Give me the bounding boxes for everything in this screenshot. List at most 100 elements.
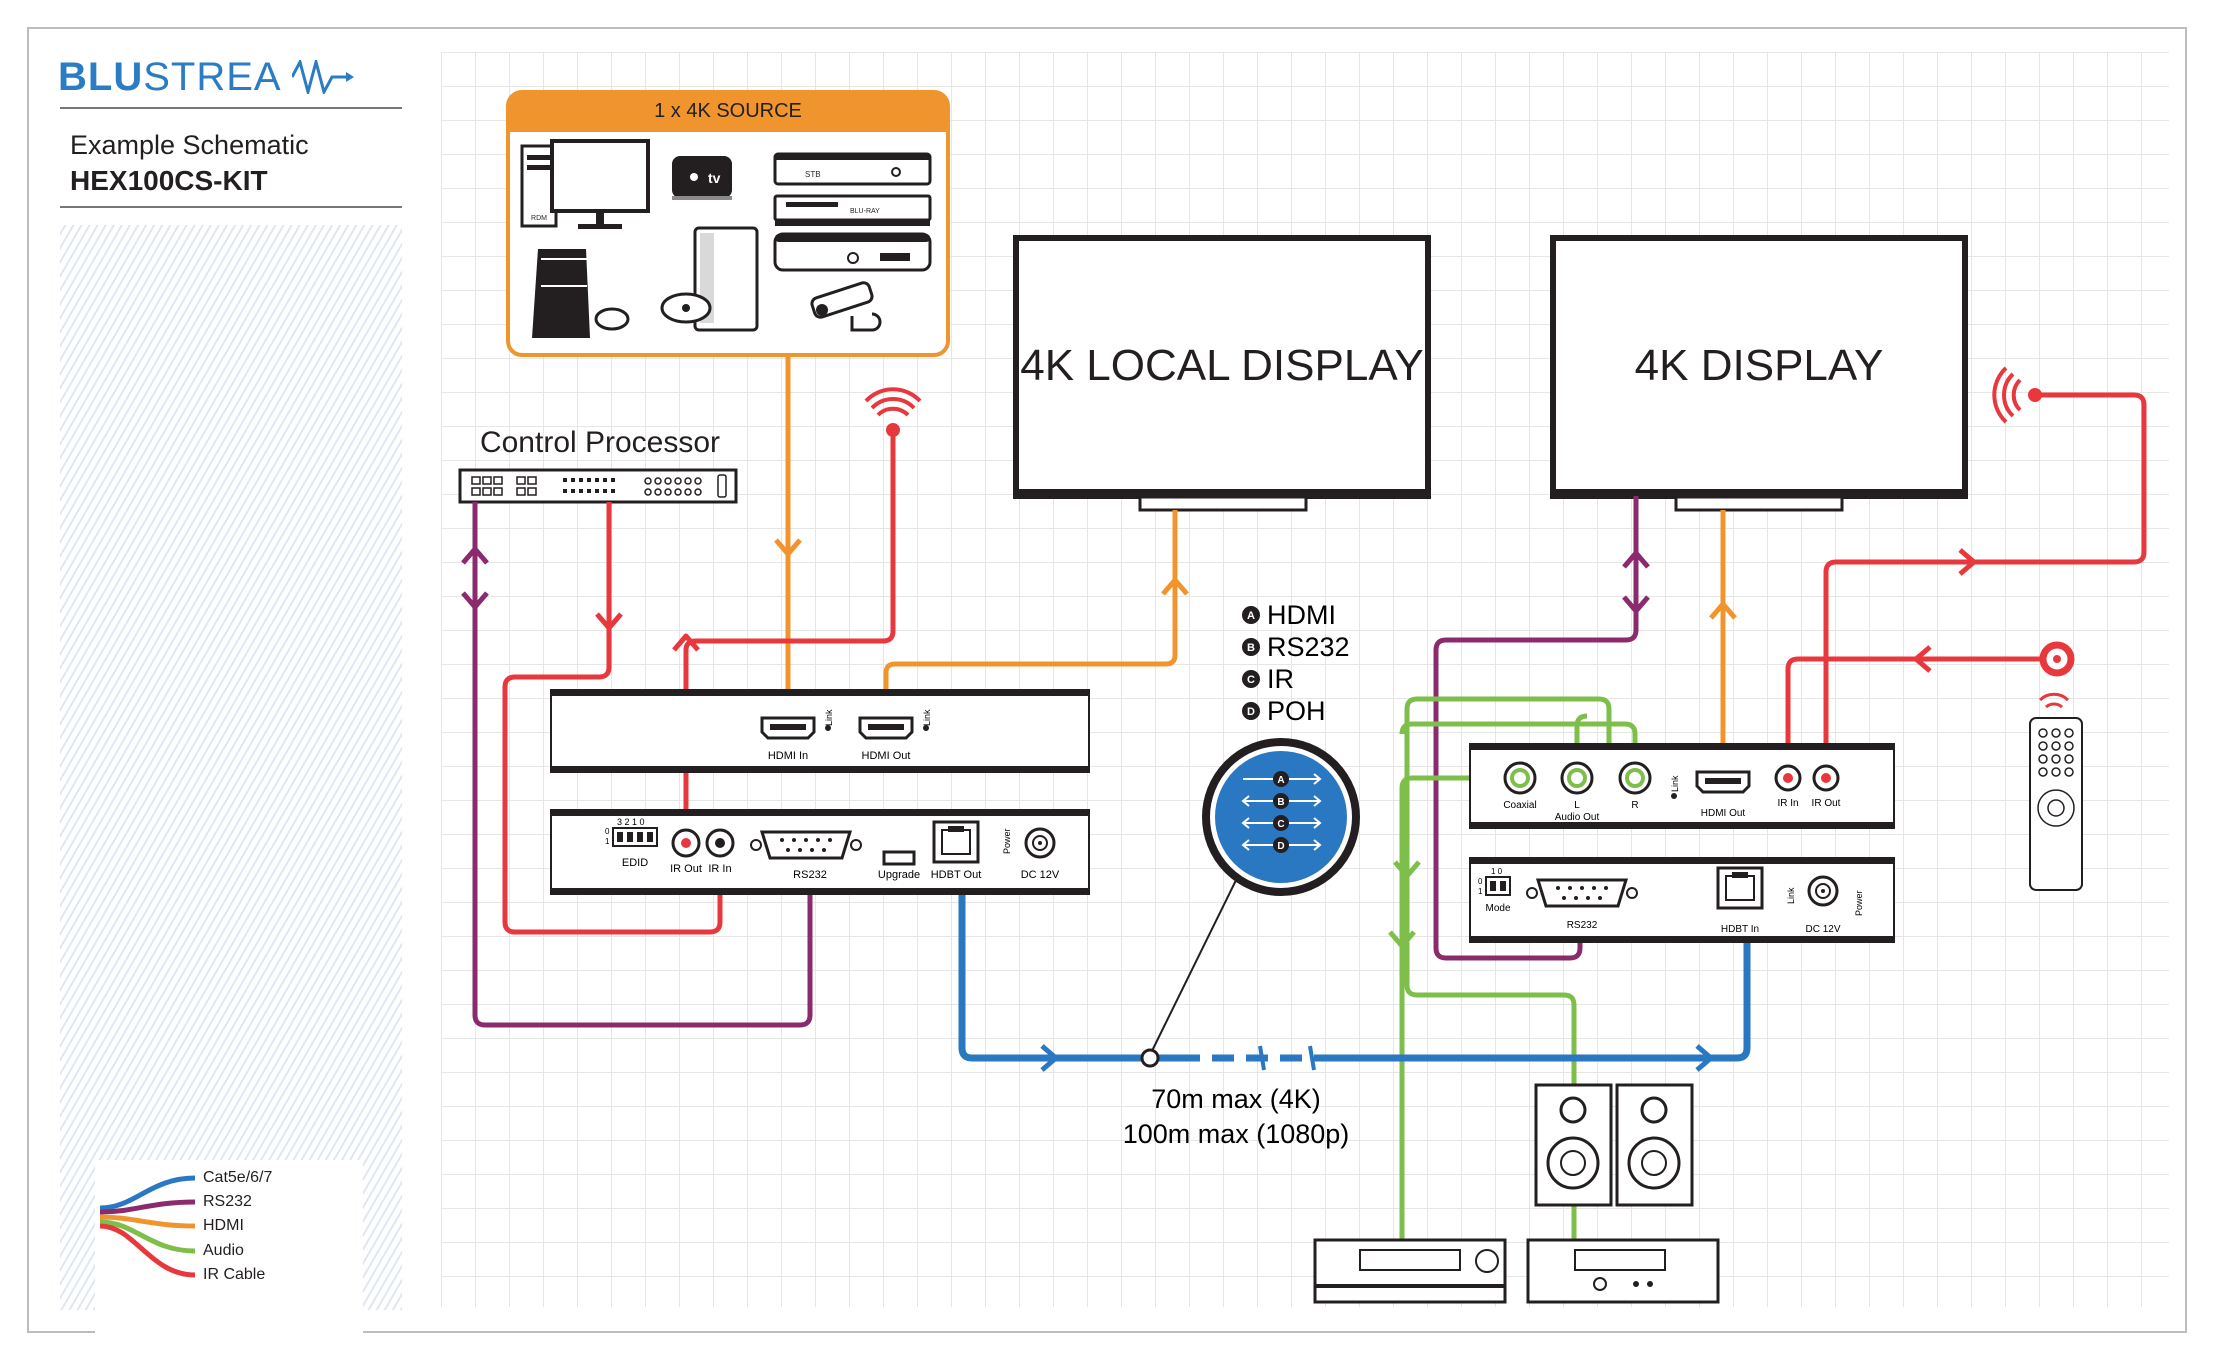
wire-ir-rx-arrow — [1958, 548, 1977, 576]
wire-hdmi-local-arrow — [1161, 577, 1189, 596]
wire-cat-arrow-1 — [1040, 1044, 1059, 1072]
cctv-camera-icon — [810, 281, 882, 332]
key-letter-b: B — [1247, 642, 1255, 654]
tx-edid-row0: 0 — [605, 827, 610, 836]
wire-audio-coaxial-avr — [1399, 775, 1520, 1255]
wire-cat-rx — [1320, 900, 1751, 1062]
tx-link-label-2: Link — [922, 709, 932, 726]
receiver-front: Coaxial L R Audio Out Link HDMI Out IR I… — [1469, 743, 1895, 829]
local-display-label: 4K LOCAL DISPLAY — [1020, 341, 1424, 390]
wire-audio-l-link — [1598, 696, 1612, 770]
logo-text-bold: BLU — [58, 55, 144, 99]
tx-hdmi-in-label: HDMI In — [768, 750, 808, 762]
bubble-letter-c: C — [1277, 819, 1284, 830]
rx-rs232-label: RS232 — [1567, 920, 1598, 931]
apple-tv-icon: tv — [672, 156, 732, 200]
local-display-stand — [1138, 495, 1308, 512]
sidebar: BLUSTREA Example Schematic HEX100CS-KIT … — [58, 55, 404, 1345]
sidebar-rule-top — [60, 107, 402, 109]
wire-hdmi-remote-arrow — [1709, 601, 1737, 620]
wire-rs232-control-arrow-down — [461, 591, 489, 610]
tx-hdbt-out-port — [932, 820, 980, 864]
rx-audio-r-port — [1618, 761, 1652, 795]
rx-coaxial-label: Coaxial — [1503, 800, 1536, 811]
bubble-letter-a: A — [1277, 775, 1284, 786]
key-label-rs232: RS232 — [1267, 632, 1350, 662]
wire-audio-r — [1399, 721, 1638, 770]
legend-label-hdmi: HDMI — [203, 1217, 244, 1234]
tx-rs232-label: RS232 — [793, 869, 827, 881]
rx-audio-l-label: L — [1574, 800, 1580, 811]
pc-label: RDM — [531, 215, 547, 222]
rx-ir-out-port — [1812, 764, 1840, 792]
tx-dc-label: DC 12V — [1021, 869, 1060, 881]
wire-rs232-control-arrow-up — [461, 546, 489, 565]
control-processor-unit — [458, 468, 738, 504]
rx-hdmi-out-port — [1695, 770, 1751, 794]
rx-coaxial-port — [1503, 761, 1537, 795]
wire-audio-l-amp-2 — [1404, 696, 1599, 1245]
rx-link-label-2: Link — [1786, 887, 1796, 904]
rx-hdbt-in-port — [1716, 866, 1764, 910]
speaker-right-icon — [1615, 1083, 1694, 1207]
legend-swatch-hdmi — [99, 1214, 196, 1229]
sidebar-rule-bottom — [60, 206, 402, 208]
wire-audio-l-amp — [1574, 713, 1588, 770]
tx-ir-out-label: IR Out — [670, 863, 702, 875]
distance-1080p-label: 100m max (1080p) — [1123, 1119, 1350, 1149]
source-header — [508, 92, 948, 132]
wire-ir-eye-arrow — [1913, 645, 1932, 673]
rx-power-label: Power — [1854, 890, 1864, 916]
rx-mode-dip-switch — [1485, 876, 1511, 896]
tx-hdmi-out-port — [858, 716, 914, 740]
schematic-drawing: 1 x 4K SOURCE RDM tv STB BLU — [458, 90, 2147, 1304]
monitor-icon — [550, 139, 650, 229]
schematic-canvas: 1 x 4K SOURCE RDM tv STB BLU — [441, 52, 2169, 1307]
transmitter-rear: 3 2 1 0 0 1 EDID IR Out IR In RS232 Upgr… — [550, 809, 1090, 895]
schematic-model: HEX100CS-KIT — [70, 165, 268, 196]
wire-hdmi-source-arrow — [774, 538, 802, 557]
legend-label-audio: Audio — [203, 1242, 244, 1259]
rx-ir-out-label: IR Out — [1812, 798, 1841, 809]
wire-ir-control-tx — [502, 502, 723, 935]
key-label-ir: IR — [1267, 664, 1294, 694]
rx-audio-l-port — [1560, 761, 1594, 795]
legend-swatch-cat — [99, 1175, 196, 1211]
wire-cat-break-1 — [1258, 1045, 1266, 1071]
tx-hdmi-out-label: HDMI Out — [862, 750, 911, 762]
key-letter-d: D — [1247, 706, 1255, 718]
stb-label: STB — [805, 170, 821, 179]
satellite-box-icon — [773, 232, 932, 272]
tx-upgrade-label: Upgrade — [878, 869, 920, 881]
set-top-box-icon: STB — [773, 152, 932, 186]
wire-audio-l-arrow — [1393, 860, 1421, 879]
rx-link-label-1: Link — [1670, 775, 1680, 792]
wire-cat-arrow-2 — [1695, 1044, 1714, 1072]
logo-wave-icon — [290, 56, 354, 98]
source-group: 1 x 4K SOURCE RDM tv STB BLU — [506, 90, 950, 357]
wire-rs232-control-tx — [472, 502, 813, 1028]
rx-rs232-shape — [1535, 878, 1629, 908]
cable-magnifier-bubble: A B C D — [1140, 738, 1360, 1068]
ir-emitter-rx — [1992, 366, 2042, 424]
logo-text-rest: STREA — [143, 55, 282, 99]
rx-ir-in-label: IR In — [1777, 798, 1798, 809]
tx-edid-dip-switch — [612, 827, 658, 847]
legend-label-rs232: RS232 — [203, 1193, 252, 1210]
ir-receiver-eye — [2039, 641, 2075, 677]
tx-ir-out-port — [671, 828, 701, 858]
control-processor-group: Control Processor — [458, 426, 738, 504]
page-frame — [27, 27, 2187, 1333]
tx-hdmi-in-port — [760, 716, 816, 740]
wire-rs232-remote-arrow-down — [1622, 595, 1650, 614]
remote-display-screen — [1550, 235, 1968, 499]
legend-swatch-audio — [99, 1219, 196, 1254]
ir-emitter-tx — [864, 387, 922, 437]
wires — [461, 355, 2147, 1255]
control-processor-label: Control Processor — [480, 426, 720, 459]
remote-display-label: 4K DISPLAY — [1635, 341, 1884, 390]
rx-mode-digits: 1 0 — [1491, 867, 1503, 876]
tx-link-label-1: Link — [824, 709, 834, 726]
rx-dc-label: DC 12V — [1805, 924, 1840, 935]
tx-ir-in-port — [705, 828, 735, 858]
